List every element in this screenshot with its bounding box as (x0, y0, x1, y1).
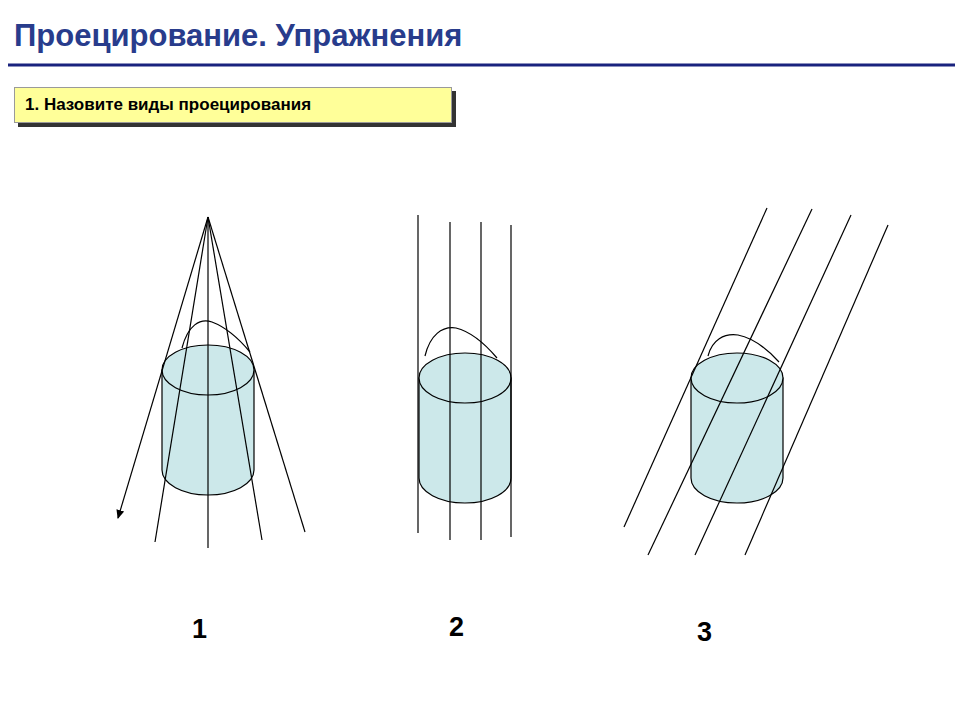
figure-number: 3 (697, 617, 712, 648)
task-box: 1. Назовите виды проецирования (14, 87, 452, 123)
cylinder-orthogonal (418, 215, 511, 540)
title-rule (8, 64, 955, 67)
slide-title: Проецирование. Упражнения (14, 18, 462, 54)
figure-number: 1 (192, 614, 207, 645)
cylinder-oblique (624, 208, 888, 555)
figure-number: 2 (449, 612, 464, 643)
cylinder-central (118, 217, 305, 548)
task-text: 1. Назовите виды проецирования (25, 95, 441, 115)
